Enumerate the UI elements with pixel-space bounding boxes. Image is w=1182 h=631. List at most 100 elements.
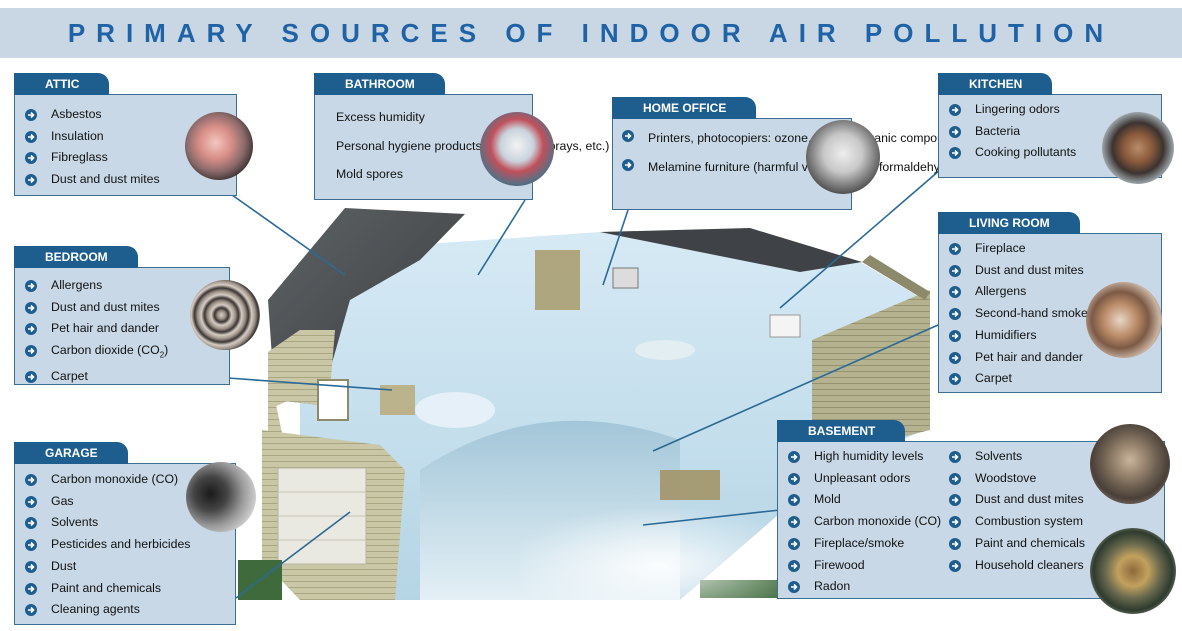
list-item: Combustion system (941, 511, 1085, 533)
arrow-icon (25, 474, 37, 486)
list-item: Dust and dust mites (941, 260, 1088, 282)
bedroom-tab: BEDROOM (14, 246, 138, 268)
cooking-pan-photo (1102, 112, 1174, 184)
list-item: Pesticides and herbicides (17, 534, 190, 556)
arrow-icon (25, 371, 37, 384)
chemicals-photo (1090, 528, 1176, 614)
title-bar (0, 8, 1182, 58)
list-item: Insulation (17, 126, 160, 148)
arrow-icon (25, 517, 37, 530)
list-item: Allergens (941, 281, 1088, 303)
arrow-icon (949, 537, 961, 550)
list-item: Fireplace (941, 238, 1088, 260)
list-item: Cleaning agents (17, 599, 190, 621)
arrow-icon (25, 280, 37, 292)
kitchen-tab: KITCHEN (938, 73, 1053, 95)
garage-list: Carbon monoxide (CO) Gas Solvents Pestic… (17, 469, 190, 621)
connector-attic (224, 189, 346, 276)
list-item: High humidity levels (780, 446, 941, 468)
arrow-icon (25, 539, 37, 552)
list-item: Mold (780, 489, 941, 511)
living-room-list: Fireplace Dust and dust mites Allergens … (941, 238, 1088, 390)
basement-tab: BASEMENT (777, 420, 906, 442)
exhaust-pipe-photo (186, 462, 256, 532)
arrow-icon (25, 323, 37, 336)
list-item: Household cleaners (941, 555, 1085, 577)
list-item: Fibreglass (17, 147, 160, 169)
arrow-icon (949, 494, 961, 507)
list-item: Unpleasant odors (780, 468, 941, 490)
list-item: Carpet (17, 366, 168, 388)
list-item: Lingering odors (941, 99, 1076, 121)
list-item: Melamine furniture (harmful vapors, VOC,… (614, 157, 958, 179)
arrow-icon (788, 581, 800, 594)
list-item: Solvents (17, 512, 190, 534)
list-item: Carbon monoxide (CO) (17, 469, 190, 491)
list-item: Mold spores (336, 167, 403, 182)
list-item: Woodstove (941, 468, 1085, 490)
list-item: Asbestos (17, 104, 160, 126)
list-item: Excess humidity (336, 110, 425, 124)
list-item: Dust (17, 556, 190, 578)
basement-list-left: High humidity levels Unpleasant odors Mo… (780, 446, 941, 598)
arrow-icon (788, 472, 800, 485)
arrow-icon (25, 301, 37, 314)
arrow-icon (949, 472, 961, 485)
arrow-icon (949, 125, 961, 138)
list-item: Bacteria (941, 121, 1076, 143)
kitchen-list: Lingering odors Bacteria Cooking polluta… (941, 99, 1076, 164)
arrow-icon (25, 130, 37, 143)
list-item: Dust and dust mites (17, 169, 160, 191)
list-item: Carpet (941, 368, 1088, 390)
list-item: Firewood (780, 555, 941, 577)
garage-tab: GARAGE (14, 442, 128, 464)
arrow-icon (25, 495, 37, 508)
basement-list-right: Solvents Woodstove Dust and dust mites C… (941, 446, 1085, 576)
bathroom-list: Excess humidity Personal hygiene product… (330, 107, 610, 193)
list-item: Paint and chemicals (941, 533, 1085, 555)
list-item: Printers, photocopiers: ozone, volatile … (614, 128, 1002, 150)
cat-photo (1090, 424, 1170, 504)
arrow-icon (25, 582, 37, 595)
arrow-icon (25, 345, 37, 358)
arrow-icon (949, 243, 961, 255)
arrow-icon (949, 329, 961, 342)
list-item: Allergens (17, 275, 168, 297)
arrow-icon (25, 560, 37, 573)
list-item: Pet hair and dander (941, 347, 1088, 369)
arrow-icon (949, 286, 961, 299)
arrow-icon (949, 264, 961, 277)
connector-basement (642, 509, 781, 526)
arrow-icon (949, 516, 961, 529)
arrow-icon (949, 147, 961, 160)
list-item: Humidifiers (941, 325, 1088, 347)
living-room-tab: LIVING ROOM (938, 212, 1080, 234)
attic-list: Asbestos Insulation Fibreglass Dust and … (17, 104, 160, 191)
arrow-icon (25, 174, 37, 187)
connector-bathroom (477, 199, 526, 276)
arrow-icon (25, 109, 37, 121)
ashtray-photo (1086, 282, 1162, 358)
arrow-icon (788, 451, 800, 463)
printer-photo (806, 120, 880, 194)
home-office-tab: HOME OFFICE (612, 97, 757, 119)
arrow-icon (25, 604, 37, 617)
arrow-icon (788, 559, 800, 572)
arrow-icon (949, 559, 961, 572)
siding-right (812, 290, 930, 460)
list-item: Carbon monoxide (CO) (780, 511, 941, 533)
arrow-icon (788, 537, 800, 550)
list-item: Paint and chemicals (17, 578, 190, 600)
list-item: Carbon dioxide (CO2) (17, 340, 168, 366)
list-item: Fireplace/smoke (780, 533, 941, 555)
list-item: Dust and dust mites (941, 489, 1085, 511)
connector-home-office (602, 209, 629, 286)
arrow-icon (622, 130, 634, 142)
list-item: Personal hygiene products (aerosols, spr… (336, 138, 610, 153)
connector-living-room (652, 324, 939, 452)
arrow-icon (949, 373, 961, 386)
arrow-icon (622, 158, 634, 171)
connector-bedroom (227, 377, 393, 391)
list-item: Solvents (941, 446, 1085, 468)
